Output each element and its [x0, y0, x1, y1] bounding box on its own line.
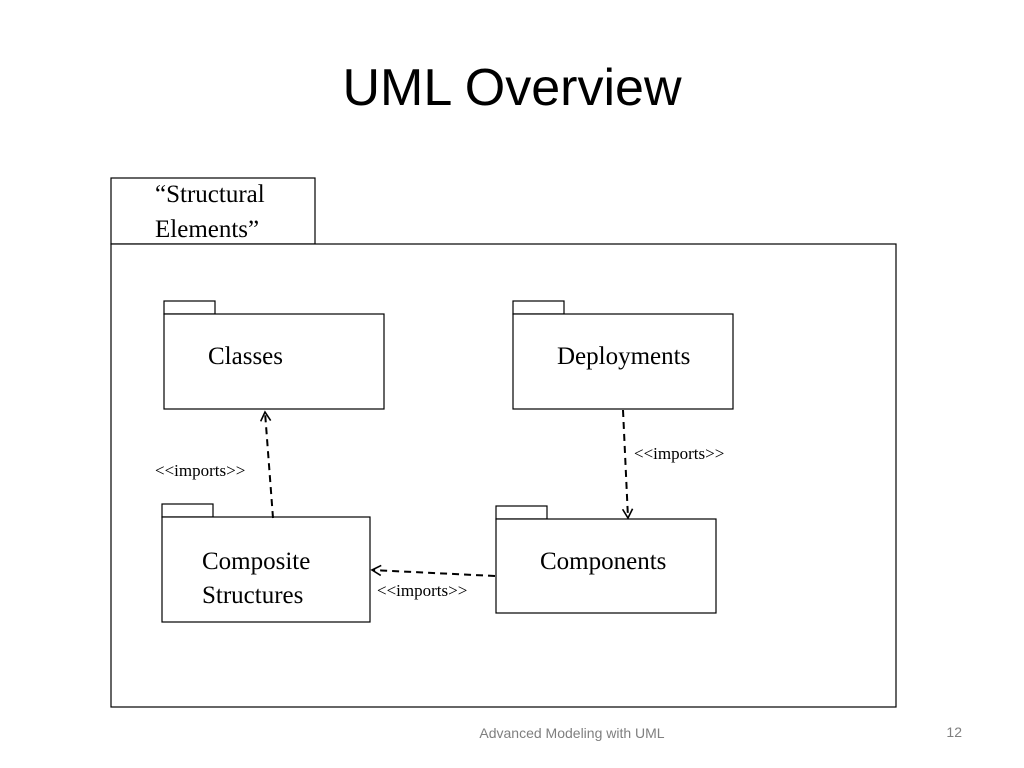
dependency-composite-to-classes: <<imports>> — [155, 410, 274, 519]
dependency-composite-to-classes-label: <<imports>> — [155, 461, 245, 480]
structural-elements-body — [110, 243, 897, 708]
package-composite-structures-label-line2: Structures — [202, 582, 303, 609]
package-composite-structures: Composite Structures — [161, 503, 371, 623]
package-components: Components — [495, 505, 717, 614]
package-classes: Classes — [163, 300, 385, 410]
structural-elements-label-line2: Elements” — [155, 216, 259, 243]
dependency-components-to-composite-label: <<imports>> — [377, 581, 467, 600]
dependency-components-to-composite: <<imports>> — [370, 564, 496, 600]
package-deployments-label: Deployments — [557, 343, 690, 370]
package-composite-structures-tab — [161, 503, 214, 518]
structural-elements-package: “Structural Elements” — [110, 177, 897, 708]
package-deployments-tab — [512, 300, 565, 315]
package-composite-structures-label-line1: Composite — [202, 548, 310, 575]
slide-title: UML Overview — [342, 59, 682, 117]
dependency-deployments-to-components: <<imports>> — [621, 409, 724, 520]
package-deployments-body — [512, 313, 734, 410]
dependency-deployments-to-components-line — [621, 409, 634, 520]
package-classes-tab — [163, 300, 216, 315]
dependency-components-to-composite-line — [370, 564, 496, 577]
page-number: 12 — [946, 724, 962, 740]
dependency-deployments-to-components-label: <<imports>> — [634, 444, 724, 463]
package-composite-structures-body — [161, 516, 371, 623]
structural-elements-tab — [110, 177, 316, 245]
dependency-composite-to-classes-line — [259, 410, 274, 519]
slide-footer: Advanced Modeling with UML — [479, 725, 665, 741]
package-components-tab — [495, 505, 548, 520]
package-components-label: Components — [540, 548, 666, 575]
package-components-body — [495, 518, 717, 614]
structural-elements-label-line1: “Structural — [155, 181, 265, 208]
package-classes-label: Classes — [208, 343, 283, 370]
package-deployments: Deployments — [512, 300, 734, 410]
package-classes-body — [163, 313, 385, 410]
